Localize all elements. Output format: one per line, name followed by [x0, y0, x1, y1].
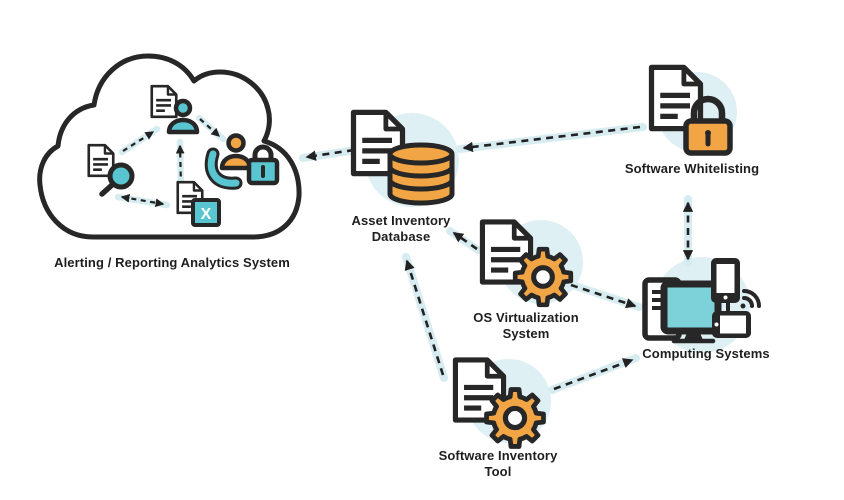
gear-icon	[484, 387, 546, 449]
arrow-person-to-contact	[195, 114, 227, 143]
person-icon-orange	[219, 133, 253, 171]
cloud-inner-edges	[114, 114, 227, 209]
label-software-whitelisting: Software Whitelisting	[624, 161, 760, 176]
arrow-osvirt-to-computing	[565, 280, 643, 311]
contact-group	[204, 133, 280, 190]
cloud-icon: X	[37, 53, 302, 240]
label-software-inventory-tool: Software Inventory Tool	[438, 448, 558, 479]
search-document-icon	[87, 143, 135, 197]
label-os-virtualization-system: OS Virtualization System	[473, 310, 579, 341]
x-badge-glyph: X	[201, 206, 212, 223]
asset-db-node	[354, 112, 455, 206]
label-alerting-system: Alerting / Reporting Analytics System	[54, 255, 290, 270]
report-document-icon	[150, 84, 200, 135]
gear-icon	[512, 246, 574, 308]
arrow-xdoc-to-person	[175, 138, 185, 192]
computing-node	[642, 258, 761, 344]
arrow-magnifier-xdoc-double	[114, 193, 171, 209]
spreadsheet-x-icon: X	[176, 180, 221, 227]
arrow-swinventory-to-assetdb	[402, 253, 448, 382]
person-icon	[166, 98, 200, 135]
arrow-osvirt-to-assetdb	[446, 227, 482, 254]
label-asset-inventory-database: Asset Inventory Database	[351, 213, 451, 244]
arrow-whitelisting-to-assetdb	[456, 123, 647, 153]
padlock-icon	[683, 95, 733, 156]
arrow-swinventory-to-computing	[548, 354, 640, 394]
os-virtualization-node	[482, 222, 574, 308]
whitelisting-node	[652, 67, 733, 156]
phone-handset-icon	[204, 147, 243, 190]
monitor-icon	[660, 280, 722, 344]
arrow-assetdb-to-cloud	[299, 146, 360, 162]
label-computing-systems: Computing Systems	[642, 346, 770, 361]
arrow-magnifier-to-person	[118, 125, 161, 156]
smartphone-icon	[711, 258, 740, 303]
wifi-icon	[740, 289, 761, 309]
lock-icon-teal	[246, 144, 280, 186]
magnifier-icon	[99, 162, 135, 197]
edges	[299, 123, 694, 394]
database-icon	[387, 142, 455, 206]
tablet-icon	[712, 311, 751, 338]
sw-inventory-node	[455, 360, 546, 449]
x-badge	[191, 198, 221, 227]
